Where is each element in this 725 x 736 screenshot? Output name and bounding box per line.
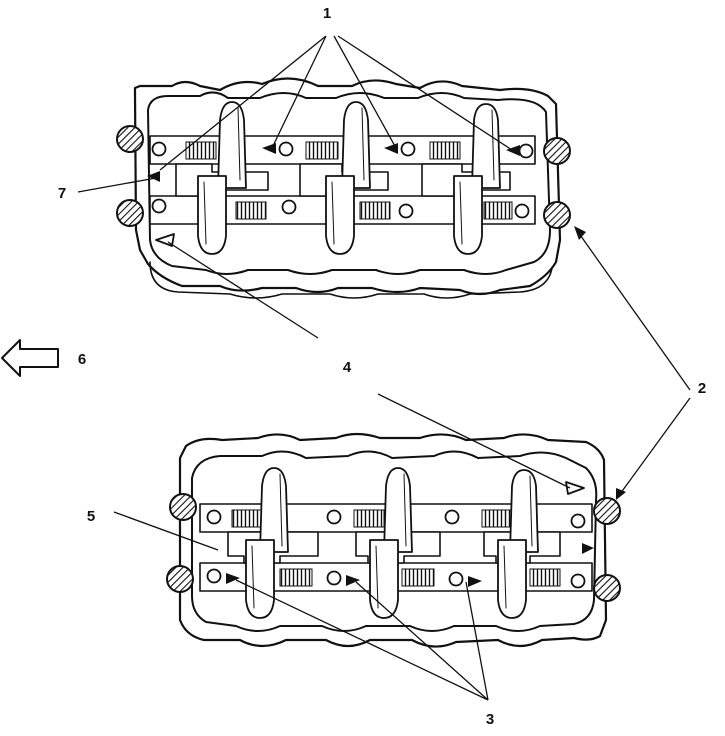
lower-bolt-hole <box>448 571 464 587</box>
upper-rocker-arm <box>471 103 501 189</box>
leader-3 <box>235 579 489 701</box>
lower-triangle-mark <box>346 575 360 586</box>
callout-5: 5 <box>87 508 95 525</box>
front-direction-arrow <box>1 339 59 377</box>
lower-valve-spring <box>401 568 435 587</box>
lower-sealant-point <box>166 565 194 593</box>
upper-valve-spring <box>235 201 267 220</box>
lower-valve-spring <box>231 509 265 528</box>
upper-head-casting <box>133 77 562 296</box>
lower-triangle-mark <box>226 573 240 584</box>
lower-bolt-hole <box>326 570 342 586</box>
upper-sealant-point <box>116 125 144 153</box>
lower-valve-spring <box>279 568 313 587</box>
upper-sealant-point <box>116 199 144 227</box>
leader-2 <box>577 231 691 495</box>
upper-sealant-point <box>543 201 571 229</box>
upper-gasket-outline <box>147 91 551 275</box>
lower-bolt-hole <box>326 509 342 525</box>
upper-sealant-point <box>543 137 571 165</box>
lower-rocker-arm <box>259 467 289 553</box>
lower-head-casting <box>178 432 608 648</box>
upper-bolt-hole <box>278 141 294 157</box>
upper-rocker-arm <box>217 101 247 189</box>
leader-5 <box>113 511 219 551</box>
upper-bolt-hole <box>514 203 530 219</box>
callout-6: 6 <box>78 351 86 368</box>
lower-bolt-hole <box>570 573 586 589</box>
upper-valve-spring <box>305 141 339 160</box>
upper-head-lower-lobes <box>149 261 553 299</box>
callout-1: 1 <box>323 5 331 22</box>
lower-sealant-point <box>593 497 621 525</box>
lower-rocker-arm <box>369 539 399 619</box>
upper-bolt-hole <box>151 198 167 214</box>
leader-4 <box>167 241 571 489</box>
leader-2-arrowhead <box>616 488 626 500</box>
lower-bolt-hole <box>444 509 460 525</box>
lower-bolt-hole <box>206 568 222 584</box>
upper-bolt-hole <box>518 143 534 159</box>
upper-valve-spring <box>483 201 513 220</box>
leader-7 <box>77 177 157 193</box>
leader-1 <box>159 35 513 171</box>
leader-2-arrowhead <box>574 226 586 240</box>
upper-rocker-arm <box>453 175 483 255</box>
upper-rocker-arm <box>197 175 227 255</box>
callout-2: 2 <box>698 380 706 397</box>
upper-rocker-arm <box>325 175 355 255</box>
callout-4: 4 <box>343 359 352 376</box>
upper-valve-spring <box>429 141 461 160</box>
lower-rocker-arm <box>383 467 413 553</box>
upper-bolt-hole <box>400 141 416 157</box>
upper-bolt-hole <box>151 141 167 157</box>
upper-cylinder-head <box>116 77 571 299</box>
lower-gasket-outline <box>191 450 598 632</box>
lower-valve-spring <box>481 509 513 528</box>
upper-bolt-hole <box>281 199 297 215</box>
upper-rocker-arm <box>341 101 371 189</box>
lower-bolt-hole <box>206 509 222 525</box>
upper-valve-spring <box>359 201 391 220</box>
lower-sealant-mark <box>565 481 585 495</box>
lower-rocker-detail <box>251 473 533 609</box>
upper-triangle-mark <box>147 171 160 182</box>
upper-rocker-detail <box>203 107 495 245</box>
callout-3: 3 <box>486 711 494 728</box>
lower-triangle-mark <box>468 576 482 587</box>
lower-sealant-point <box>593 574 621 602</box>
upper-bolt-hole <box>398 203 414 219</box>
lower-valve-spring <box>353 509 385 528</box>
lower-valve-spring <box>529 568 561 587</box>
leader-lines <box>77 35 691 701</box>
lower-triangle-mark <box>582 543 594 554</box>
callout-7: 7 <box>58 185 66 202</box>
lower-rocker-arm <box>245 539 275 619</box>
upper-triangle-mark <box>506 145 520 156</box>
lower-cylinder-head <box>166 432 621 648</box>
lower-rocker-arm <box>509 469 539 553</box>
lower-bolt-hole <box>570 513 586 529</box>
lower-rocker-arm <box>497 539 527 619</box>
upper-valve-spring <box>185 141 217 160</box>
lower-sealant-point <box>169 493 197 521</box>
